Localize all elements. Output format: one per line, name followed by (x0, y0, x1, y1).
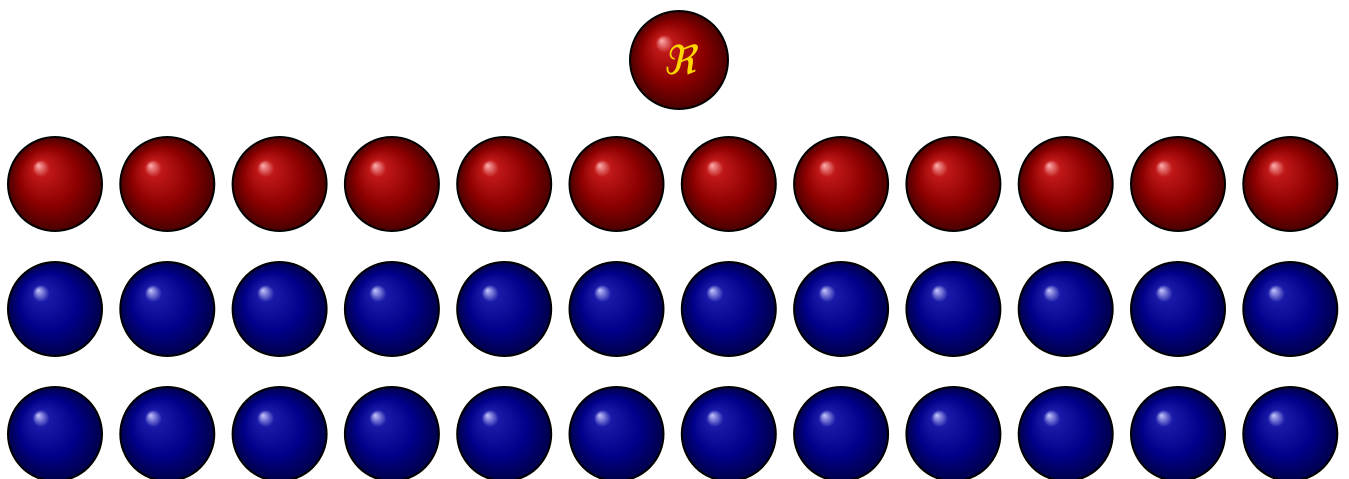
blue-sphere (8, 262, 102, 356)
red-sphere (1019, 137, 1113, 231)
blue-sphere (233, 262, 327, 356)
red-sphere (233, 137, 327, 231)
blue-sphere (906, 387, 1000, 479)
blue-sphere (570, 387, 664, 479)
blue-sphere (1131, 262, 1225, 356)
red-sphere (570, 137, 664, 231)
top-sphere-label: ℜ (663, 38, 699, 84)
blue-sphere (120, 387, 214, 479)
red-sphere (345, 137, 439, 231)
blue-sphere (1019, 262, 1113, 356)
blue-sphere (794, 387, 888, 479)
blue-sphere (345, 262, 439, 356)
red-sphere (8, 137, 102, 231)
blue-sphere (1243, 262, 1337, 356)
sphere-row-2 (8, 262, 1337, 356)
red-sphere (1243, 137, 1337, 231)
blue-sphere (570, 262, 664, 356)
blue-sphere (120, 262, 214, 356)
blue-sphere (233, 387, 327, 479)
top-sphere-group: ℜ (630, 11, 728, 109)
blue-sphere (794, 262, 888, 356)
blue-sphere (682, 262, 776, 356)
red-sphere (682, 137, 776, 231)
red-sphere (794, 137, 888, 231)
red-sphere (1131, 137, 1225, 231)
red-sphere (457, 137, 551, 231)
blue-sphere (1019, 387, 1113, 479)
red-sphere (120, 137, 214, 231)
blue-sphere (682, 387, 776, 479)
blue-sphere (8, 387, 102, 479)
red-sphere (906, 137, 1000, 231)
blue-sphere (906, 262, 1000, 356)
blue-sphere (345, 387, 439, 479)
blue-sphere (457, 262, 551, 356)
blue-sphere (457, 387, 551, 479)
sphere-row-3 (8, 387, 1337, 479)
blue-sphere (1243, 387, 1337, 479)
sphere-row-1 (8, 137, 1337, 231)
sphere-rows (8, 137, 1337, 479)
blue-sphere (1131, 387, 1225, 479)
